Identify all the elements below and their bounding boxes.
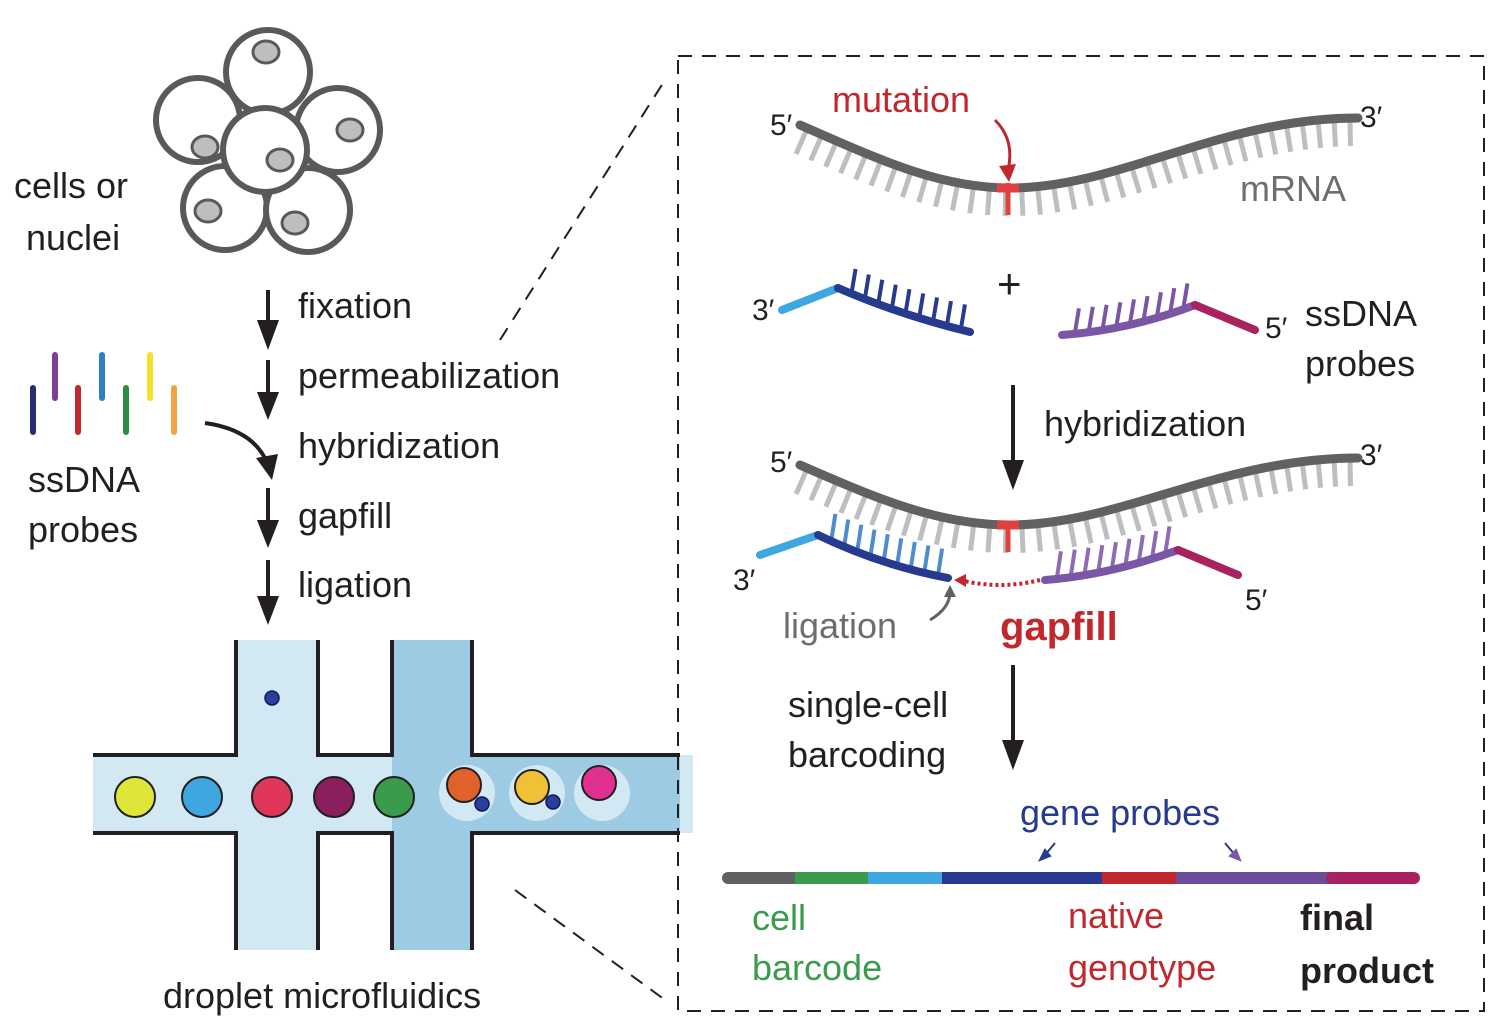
droplet bbox=[114, 776, 156, 818]
final-product-label-1: final bbox=[1300, 897, 1374, 938]
left-probes-label-2: probes bbox=[28, 509, 138, 550]
gapfill-label: gapfill bbox=[1000, 605, 1118, 649]
left-probes-label-1: ssDNA bbox=[28, 459, 140, 500]
droplet bbox=[181, 776, 223, 818]
right-probes-label-2: probes bbox=[1305, 343, 1415, 384]
cells-label-1: cells or bbox=[14, 165, 128, 206]
cell-barcode-label-1: cell bbox=[752, 897, 806, 938]
droplet bbox=[514, 769, 550, 805]
step-fixation: fixation bbox=[298, 285, 412, 326]
mrna-top-3prime: 3′ bbox=[1360, 101, 1383, 134]
native-genotype-label-2: genotype bbox=[1068, 947, 1216, 988]
droplet bbox=[373, 776, 415, 818]
mrna-top-5prime: 5′ bbox=[770, 109, 793, 142]
mrna-bot-3prime: 3′ bbox=[1360, 439, 1383, 472]
step-gapfill: gapfill bbox=[298, 495, 392, 536]
final-product-label-2: product bbox=[1300, 950, 1434, 991]
step-ligation: ligation bbox=[298, 564, 412, 605]
droplet bbox=[581, 765, 617, 801]
zoom-lines bbox=[499, 55, 1485, 1012]
barcoding-label-2: barcoding bbox=[788, 734, 946, 775]
right-probes-label-1: ssDNA bbox=[1305, 293, 1417, 334]
step-arrows bbox=[257, 290, 279, 625]
ligation-label: ligation bbox=[783, 605, 897, 646]
droplets bbox=[114, 765, 617, 818]
barcoding-label-1: single-cell bbox=[788, 684, 948, 725]
hyb-left-3prime: 3′ bbox=[733, 564, 756, 597]
cells-label-2: nuclei bbox=[26, 217, 120, 258]
step-permeabilization: permeabilization bbox=[298, 355, 560, 396]
mrna-hybridized bbox=[756, 453, 1363, 622]
droplet bbox=[251, 776, 293, 818]
hybridization-label: hybridization bbox=[1044, 403, 1246, 444]
mrna-label: mRNA bbox=[1240, 168, 1346, 209]
mutation-label: mutation bbox=[832, 79, 970, 120]
probe-right-5prime: 5′ bbox=[1265, 312, 1288, 345]
cells-cluster bbox=[153, 27, 383, 255]
hyb-right-5prime: 5′ bbox=[1245, 584, 1268, 617]
microfluidics-label: droplet microfluidics bbox=[163, 975, 481, 1016]
gene-probes-label: gene probes bbox=[1020, 792, 1220, 833]
mrna-top bbox=[793, 113, 1363, 216]
probe-sticks bbox=[30, 352, 177, 435]
native-genotype-label-1: native bbox=[1068, 895, 1164, 936]
probes-unbound bbox=[778, 268, 1259, 339]
plus-sign: + bbox=[997, 260, 1022, 307]
step-hybridization: hybridization bbox=[298, 425, 500, 466]
mrna-bot-5prime: 5′ bbox=[770, 446, 793, 479]
microfluidic-chip bbox=[93, 640, 693, 950]
droplet bbox=[446, 767, 482, 803]
probe-left-3prime: 3′ bbox=[752, 294, 775, 327]
cell-barcode-label-2: barcode bbox=[752, 947, 882, 988]
droplet bbox=[313, 776, 355, 818]
